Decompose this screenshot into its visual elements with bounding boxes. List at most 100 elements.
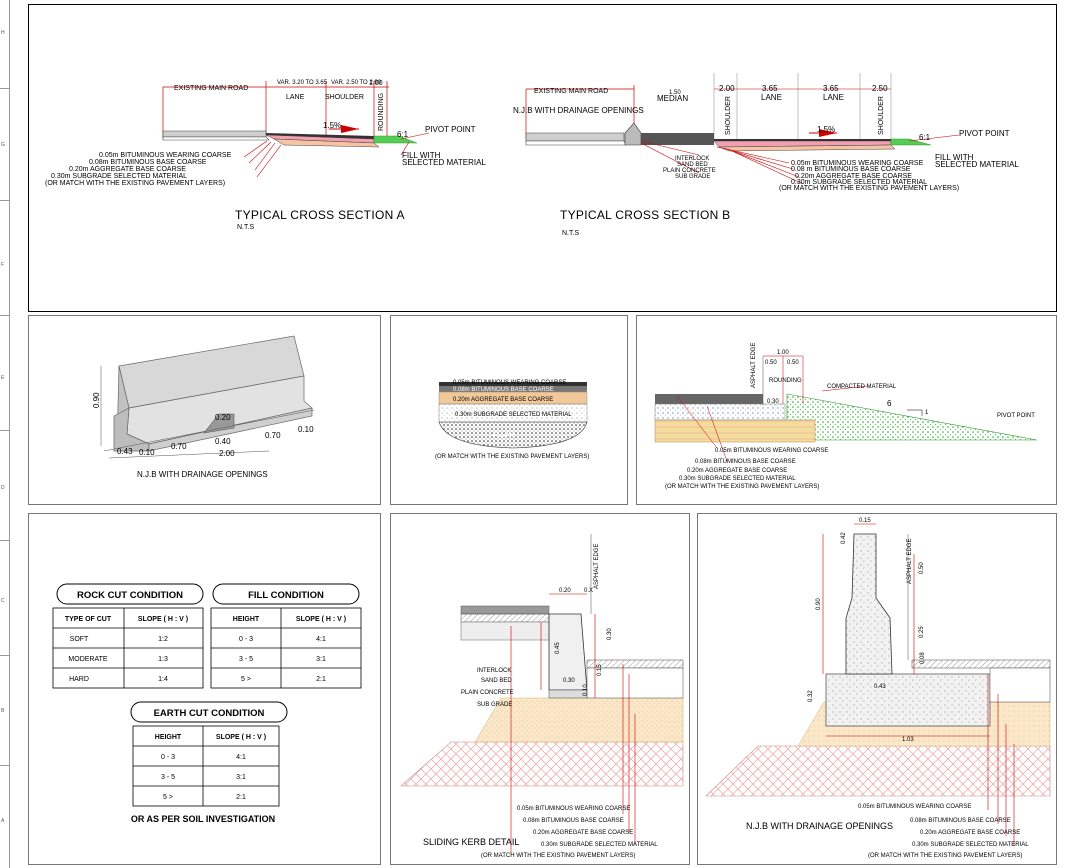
rock-cell: HARD (69, 676, 89, 683)
ed-ratio-one: 1 (925, 410, 929, 416)
kerb-d-020: 0.20 (559, 588, 571, 594)
njbs-d-032: 0.32 (808, 690, 814, 702)
ruler-tick (0, 765, 9, 766)
ed-ratio-six: 6 (887, 399, 892, 408)
njbs-caption: N.J.B WITH DRAINAGE OPENINGS (746, 821, 893, 831)
b-plain-label: PLAIN CONCRETE (663, 168, 716, 174)
ruler-tick (0, 655, 9, 656)
fill-table-title: FILL CONDITION (248, 590, 324, 601)
kerb-subgrade: SUB GRADE (477, 702, 512, 708)
a-layer-5: (OR MATCH WITH THE EXISTING PAVEMENT LAY… (45, 180, 225, 187)
b-shoulder1-label: SHOULDER (725, 96, 732, 135)
ruler-label: D (1, 485, 5, 491)
kerb-interlock: INTERLOCK (477, 668, 511, 674)
b-shoulder2-label: SHOULDER (878, 96, 885, 135)
fill-head-1: HEIGHT (233, 616, 260, 623)
a-dim-100: 1.00 (369, 80, 383, 87)
b-fill1-label: FILL WITH (935, 153, 974, 162)
ed-layer-1: 0.05m BITUMINOUS WEARING COARSE (715, 448, 828, 454)
rock-head-1: TYPE OF CUT (65, 616, 112, 623)
layer-detail-panel: 0.05m BITUMINOUS WEARING COARSE 0.08m BI… (390, 315, 628, 505)
earth-cell: 4:1 (236, 754, 246, 761)
a-layer-2: 0.08m BITUMINOUS BASE COARSE (89, 159, 207, 166)
iso-d-040: 0.40 (215, 437, 231, 446)
a-var1-label: VAR. 3.20 TO 3.65 (277, 80, 328, 86)
kerb-plain: PLAIN CONCRETE (461, 690, 514, 696)
b-dim-200: 2.00 (719, 84, 735, 93)
njbs-layer-1: 0.05m BITUMINOUS WEARING COARSE (858, 804, 971, 810)
iso-d-043: 0.43 (117, 447, 133, 456)
section-a-title: TYPICAL CROSS SECTION A (235, 208, 405, 222)
rock-cell: SOFT (70, 636, 89, 643)
b-njb-label: N.J.B WITH DRAINAGE OPENINGS (513, 106, 644, 115)
ed-d-050b: 0.50 (787, 360, 799, 366)
rock-cell: 1:4 (158, 676, 168, 683)
fill-cell: 4:1 (316, 636, 326, 643)
b-layer-1: 0.05m BITUMINOUS WEARING COARSE (791, 160, 924, 167)
njb-section-panel: 0.15 0.42 ASPHALT EDGE 0.90 0.50 0.25 0.… (697, 513, 1057, 865)
slope-tables-panel: ROCK CUT CONDITION TYPE OF CUT SLOPE ( H… (28, 513, 381, 865)
fill-head-2: SLOPE ( H : V ) (296, 616, 346, 623)
ruler-label: G (1, 142, 5, 148)
earth-cell: 5 > (163, 794, 173, 801)
kerb-d-015: 0.15 (597, 664, 603, 676)
ed-d-050a: 0.50 (765, 360, 777, 366)
ruler-label: A (1, 818, 5, 824)
njbs-d-090: 0.90 (816, 598, 822, 610)
njbs-layer-3: 0.20m AGGREGATE BASE COARSE (920, 830, 1020, 836)
njbs-d-042: 0.42 (841, 532, 847, 544)
edge-detail-drawing: ASPHALT EDGE 1.00 0.50 0.50 ROUNDING COM… (654, 343, 1038, 490)
kerb-d-030a: 0.30 (607, 628, 613, 640)
b-median-label: MEDIAN (657, 94, 688, 103)
b-layer-5: (OR MATCH WITH THE EXISTING PAVEMENT LAY… (779, 185, 959, 192)
a-ratio-label: 6:1 (397, 130, 409, 139)
njbs-layer-2: 0.08m BITUMINOUS BASE COARSE (910, 818, 1011, 824)
a-layer-4: 0.30m SUBGRADE SELECTED MATERIAL (51, 173, 187, 180)
njbs-d-015: 0.15 (859, 518, 871, 524)
layer-detail-drawing: 0.05m BITUMINOUS WEARING COARSE 0.08m BI… (435, 380, 589, 460)
b-layer-4: 0.30m SUBGRADE SELECTED MATERIAL (791, 179, 927, 186)
ruler-label: F (1, 262, 5, 268)
rock-cell: MODERATE (68, 656, 107, 663)
njbs-d-103: 1.03 (902, 737, 914, 743)
section-b-nts: N.T.S (562, 230, 579, 237)
rock-cell: 1:2 (158, 636, 168, 643)
rock-head-2: SLOPE ( H : V ) (138, 616, 188, 623)
ruler-tick (0, 88, 9, 89)
b-layer-3: 0.20m AGGREGATE BASE COARSE (795, 173, 912, 180)
njbs-d-050: 0.50 (919, 562, 925, 574)
a-shoulder-label: SHOULDER (325, 94, 364, 101)
sliding-kerb-drawing: 0.20 0.X ASPHALT EDGE 0.30 0.45 0.15 0.3… (400, 534, 684, 859)
earth-cell: 2:1 (236, 794, 246, 801)
njbs-layer-5: (OR MATCH WITH THE EXISTING PAVEMENT LAY… (868, 853, 1022, 859)
kerb-layer-4: 0.30m SUBGRADE SELECTED MATERIAL (541, 842, 658, 848)
njb-isometric-drawing: 0.90 0.20 0.40 0.70 0.70 0.10 0.10 0.43 … (92, 335, 314, 479)
b-existing-road-label: EXISTING MAIN ROAD (534, 88, 608, 95)
ed-asphalt-edge: ASPHALT EDGE (751, 343, 757, 388)
iso-d-010b: 0.10 (298, 425, 314, 434)
njb-section-drawing: 0.15 0.42 ASPHALT EDGE 0.90 0.50 0.25 0.… (705, 518, 1051, 859)
earth-head-1: HEIGHT (155, 734, 182, 741)
iso-d-020: 0.20 (215, 413, 231, 422)
a-layer-3: 0.20m AGGREGATE BASE COARSE (69, 166, 186, 173)
b-dim-365b: 3.65 (823, 84, 839, 93)
iso-h-090: 0.90 (92, 392, 101, 408)
b-interlock-label: INTERLOCK (675, 156, 709, 162)
a-fill1-label: FILL WITH (402, 151, 441, 160)
a-fill2-label: SELECTED MATERIAL (402, 158, 486, 167)
fill-cell: 0 - 3 (239, 636, 253, 643)
a-var2-label: VAR. 2.50 TO 2.90 (331, 80, 382, 86)
kerb-layer-2: 0.08m BITUMINOUS BASE COARSE (523, 818, 624, 824)
ed-layer-4: 0.30m SUBGRADE SELECTED MATERIAL (679, 476, 796, 482)
ruler-tick (0, 540, 9, 541)
b-lane1-label: LANE (761, 93, 782, 102)
iso-caption: N.J.B WITH DRAINAGE OPENINGS (137, 470, 268, 479)
kerb-caption: SLIDING KERB DETAIL (423, 837, 519, 847)
earth-table-title: EARTH CUT CONDITION (154, 708, 265, 719)
a-layer-1: 0.05m BITUMINOUS WEARING COARSE (99, 152, 232, 159)
edge-detail-panel: ASPHALT EDGE 1.00 0.50 0.50 ROUNDING COM… (636, 315, 1057, 505)
kerb-layer-1: 0.05m BITUMINOUS WEARING COARSE (517, 806, 630, 812)
njbs-d-008: 0.08 (920, 652, 926, 664)
iso-d-070b: 0.70 (265, 431, 281, 440)
sheet-margin-ruler: H G F E D C B A (0, 0, 10, 868)
